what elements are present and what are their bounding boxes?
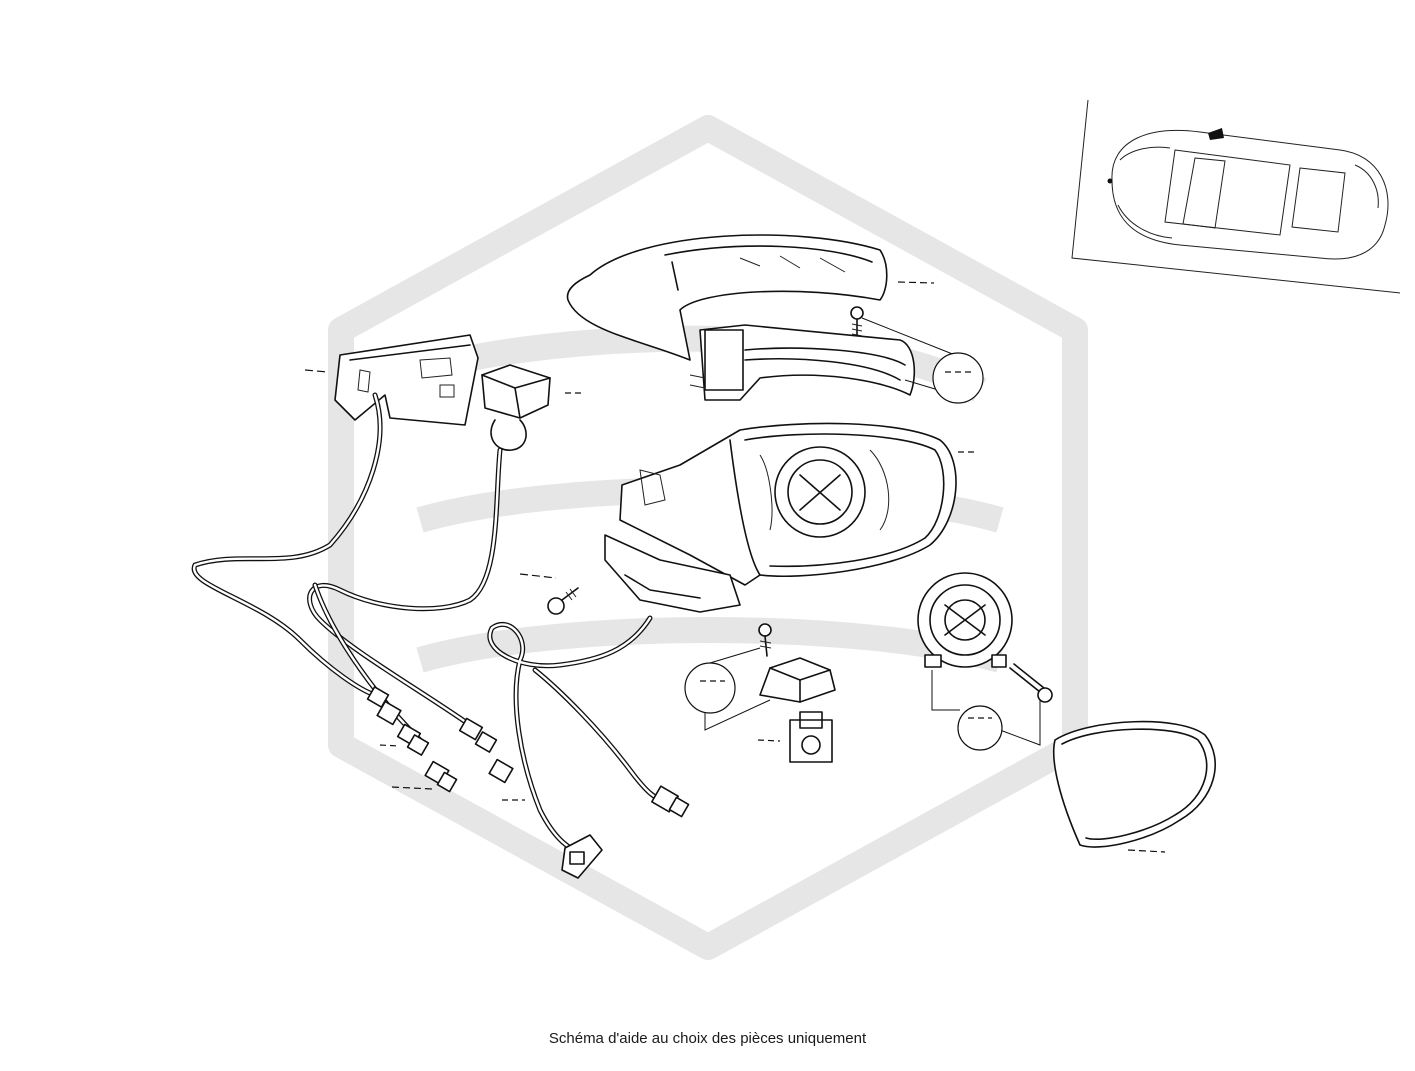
callout-circle [684,647,771,731]
connector [488,758,525,801]
mirror-glass [1052,720,1216,853]
connector [561,834,603,879]
callout-circle [932,352,984,404]
inset-frame [1071,99,1401,294]
diagram-caption: Schéma d'aide au choix des pièces unique… [548,1030,867,1047]
connector [379,723,430,756]
connector [458,717,498,753]
screw [758,623,772,657]
screw [850,306,864,339]
glass-adjust-motor [917,572,1013,668]
screw [931,663,1053,746]
turn-signal-lamp [689,317,956,401]
connector [651,785,690,818]
connector [366,686,402,726]
screw [519,573,579,615]
puddle-lamp [481,364,584,451]
callout-circle [957,705,1003,751]
connector [391,760,458,793]
camera-sensor [757,657,836,763]
vehicle-overview-inset [1071,99,1401,294]
wiring-harness [191,392,668,858]
mirror-cover [566,234,935,361]
car-top-view [1107,128,1389,260]
mirror-highlight [1208,128,1224,140]
mirror-housing [604,422,975,613]
control-module [304,334,479,426]
